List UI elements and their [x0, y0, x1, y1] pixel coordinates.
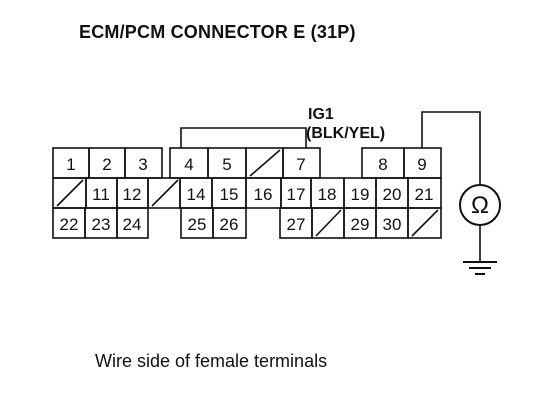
pin-label-30: 30 [383, 215, 402, 234]
pin-label-11: 11 [92, 185, 110, 204]
pin-label-16: 16 [254, 185, 273, 204]
connector-title: ECM/PCM CONNECTOR E (31P) [79, 22, 356, 42]
ohm-symbol: Ω [471, 192, 489, 219]
pin-label-27: 27 [287, 215, 306, 234]
pin-label-29: 29 [351, 215, 370, 234]
pin-label-7: 7 [296, 155, 305, 174]
pin-label-20: 20 [383, 185, 402, 204]
pin-label-22: 22 [60, 215, 79, 234]
pin-label-21: 21 [415, 185, 434, 204]
connector-hood [180, 127, 307, 148]
pin-label-15: 15 [220, 185, 239, 204]
pin-label-3: 3 [138, 155, 147, 174]
pin-label-17: 17 [287, 185, 306, 204]
cavity-24 [116, 207, 149, 239]
pin-label-8: 8 [378, 155, 387, 174]
pin-label-4: 4 [184, 155, 193, 174]
pin-label-2: 2 [102, 155, 111, 174]
pin-label-24: 24 [123, 215, 142, 234]
diagram-caption: Wire side of female terminals [95, 351, 328, 371]
pin-label-5: 5 [222, 155, 231, 174]
pin-label-19: 19 [351, 185, 370, 204]
cavity-31-blank [407, 207, 442, 239]
signal-name: IG1 [308, 106, 334, 123]
pin-label-14: 14 [187, 185, 206, 204]
signal-wire-color: (BLK/YEL) [306, 125, 385, 142]
cavity-26 [212, 207, 247, 239]
pin-label-26: 26 [220, 215, 239, 234]
pin-label-12: 12 [123, 185, 142, 204]
test-lead-pin9 [421, 111, 481, 184]
pin-label-23: 23 [92, 215, 111, 234]
pin-label-9: 9 [417, 155, 426, 174]
pin-label-18: 18 [318, 185, 337, 204]
pin-label-25: 25 [188, 215, 207, 234]
pin-label-1: 1 [66, 155, 75, 174]
